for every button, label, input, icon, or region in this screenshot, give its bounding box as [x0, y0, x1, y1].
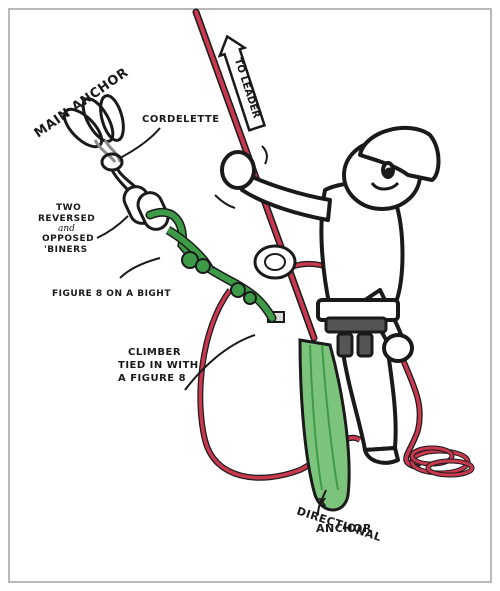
belay-device: [255, 246, 295, 322]
biners-label: 'BINERS: [44, 245, 88, 255]
two-label: TWO: [56, 203, 81, 213]
directional-label-line2: ANCHOR: [316, 522, 372, 535]
climber-label-line1: CLIMBER: [128, 347, 181, 358]
cordelette-label: CORDELETTE: [142, 114, 220, 125]
rope-pile: [412, 448, 472, 475]
climber-label-line2: TIED IN WITH: [118, 360, 199, 371]
figure8-arrow: [120, 258, 160, 278]
biners-arrow: [97, 216, 128, 238]
opposed-label: OPPOSED: [42, 234, 94, 244]
green-rope-tie-in: [150, 212, 272, 318]
climber-label-line3: A FIGURE 8: [118, 373, 186, 384]
and-label: and: [58, 224, 75, 234]
cordelette-arrow: [120, 128, 160, 158]
figure8-bight-label: FIGURE 8 ON A BIGHT: [52, 289, 171, 299]
reversed-label: REVERSED: [38, 214, 95, 224]
directional-sling: X: [300, 340, 349, 510]
